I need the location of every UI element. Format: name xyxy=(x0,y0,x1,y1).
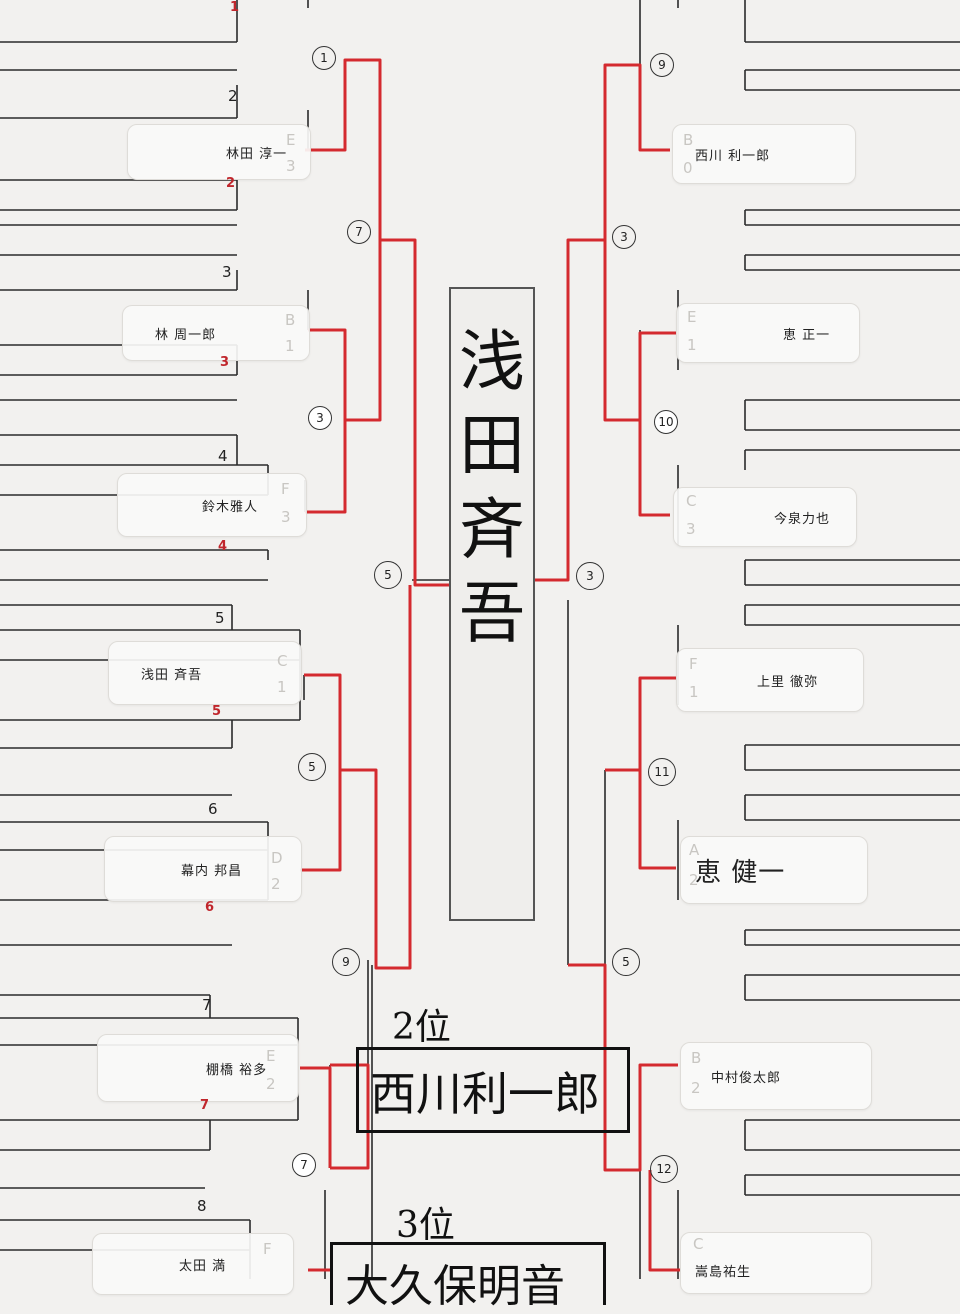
group-number: 0 xyxy=(683,159,693,177)
match-number: 11 xyxy=(648,758,676,786)
group-letter: E xyxy=(286,131,296,149)
group-letter: B xyxy=(691,1049,702,1067)
third-place-label: 3位 xyxy=(396,1205,455,1246)
player-name: 上里 徹弥 xyxy=(757,674,819,690)
group-letter: C xyxy=(686,492,697,510)
player-tag-right: C 3 今泉力也 xyxy=(673,487,857,547)
champion-char: 斉 xyxy=(459,491,525,568)
player-name: 太田 満 xyxy=(179,1258,227,1274)
player-name: 鈴木雅人 xyxy=(202,499,259,515)
third-place-name: 大久保明音 xyxy=(345,1261,565,1312)
player-tag-left: E 2 棚橋 裕多 xyxy=(97,1034,299,1102)
player-name: 嵩島祐生 xyxy=(695,1264,752,1280)
group-number: 2 xyxy=(691,1079,701,1097)
seed-number: 3 xyxy=(222,263,232,281)
group-number: 2 xyxy=(266,1075,276,1093)
match-number: 9 xyxy=(650,53,674,77)
match-number: 3 xyxy=(308,406,332,430)
group-letter: E xyxy=(266,1047,276,1065)
seed-number: 6 xyxy=(208,800,218,818)
player-tag-left: B 1 林 周一郎 xyxy=(122,305,310,361)
group-number: 1 xyxy=(689,683,699,701)
player-name: 棚橋 裕多 xyxy=(206,1062,268,1078)
second-place-label: 2位 xyxy=(392,1007,451,1048)
group-number: 1 xyxy=(277,678,287,696)
seed-number: 8 xyxy=(197,1197,207,1215)
second-place-name: 西川利一郎 xyxy=(370,1067,600,1121)
player-tag-left: F 3 鈴木雅人 xyxy=(117,473,307,537)
group-letter: B xyxy=(683,131,694,149)
player-name: 恵 正一 xyxy=(783,327,831,343)
match-number: 3 xyxy=(576,562,604,590)
player-tag-right: B 2 中村俊太郎 xyxy=(680,1042,872,1110)
player-name: 中村俊太郎 xyxy=(711,1070,782,1086)
player-tag-right: A 2 恵 健一 xyxy=(680,836,868,904)
group-number: 3 xyxy=(281,508,291,526)
player-tag-left: F 太田 満 xyxy=(92,1233,294,1295)
seed-red: 6 xyxy=(205,900,215,915)
match-number: 1 xyxy=(312,46,336,70)
group-letter: E xyxy=(687,308,697,326)
seed-red: 7 xyxy=(200,1098,210,1113)
match-number: 7 xyxy=(292,1153,316,1177)
champion-char: 吾 xyxy=(459,575,525,652)
match-number: 12 xyxy=(650,1155,678,1183)
group-letter: F xyxy=(281,480,290,498)
group-letter: B xyxy=(285,311,296,329)
group-letter: D xyxy=(271,849,283,867)
match-number: 5 xyxy=(298,753,326,781)
player-tag-left: E 3 林田 淳一 xyxy=(127,124,311,180)
player-tag-right: C 嵩島祐生 xyxy=(680,1232,872,1294)
match-number: 3 xyxy=(612,225,636,249)
player-tag-right: E 1 恵 正一 xyxy=(676,303,860,363)
player-tag-left: D 2 幕内 邦昌 xyxy=(104,836,302,902)
group-number: 1 xyxy=(285,337,295,355)
match-number: 5 xyxy=(374,561,402,589)
champion-box: 浅 田 斉 吾 xyxy=(449,287,535,921)
seed-number: 2 xyxy=(228,87,238,105)
group-number: 2 xyxy=(689,871,699,889)
match-number: 7 xyxy=(347,220,371,244)
champion-name: 浅 田 斉 吾 xyxy=(451,329,533,647)
group-number: 1 xyxy=(687,336,697,354)
player-name: 浅田 斉吾 xyxy=(141,667,203,683)
seed-number: 7 xyxy=(202,996,212,1014)
seed-number: 5 xyxy=(215,609,225,627)
player-name: 幕内 邦昌 xyxy=(181,863,243,879)
seed-red: 5 xyxy=(212,704,222,719)
group-letter: A xyxy=(689,841,700,859)
match-number: 10 xyxy=(654,410,678,434)
player-name: 恵 健一 xyxy=(695,857,786,888)
player-name: 林 周一郎 xyxy=(155,327,217,343)
third-place-box xyxy=(330,1242,606,1305)
match-number: 9 xyxy=(332,948,360,976)
bracket-lines xyxy=(0,0,960,1279)
group-number: 3 xyxy=(286,157,296,175)
player-tag-left: C 1 浅田 斉吾 xyxy=(108,641,302,705)
group-letter: F xyxy=(263,1240,272,1258)
group-number: 3 xyxy=(686,520,696,538)
seed-number: 4 xyxy=(218,447,228,465)
seed-red: 4 xyxy=(218,539,228,554)
champion-char: 田 xyxy=(459,407,525,484)
player-name: 林田 淳一 xyxy=(226,146,288,162)
player-name: 今泉力也 xyxy=(774,511,831,527)
seed-red: 2 xyxy=(226,176,236,191)
match-number: 5 xyxy=(612,948,640,976)
group-letter: C xyxy=(693,1235,704,1253)
second-place-box xyxy=(356,1047,630,1133)
seed-red: 1 xyxy=(230,0,240,15)
champion-char: 浅 xyxy=(459,323,525,400)
group-letter: C xyxy=(277,652,288,670)
player-tag-right: F 1 上里 徹弥 xyxy=(676,648,864,712)
seed-red: 3 xyxy=(220,355,230,370)
group-letter: F xyxy=(689,655,698,673)
player-tag-right: B 0 西川 利一郎 xyxy=(672,124,856,184)
player-name: 西川 利一郎 xyxy=(695,148,771,164)
group-number: 2 xyxy=(271,875,281,893)
